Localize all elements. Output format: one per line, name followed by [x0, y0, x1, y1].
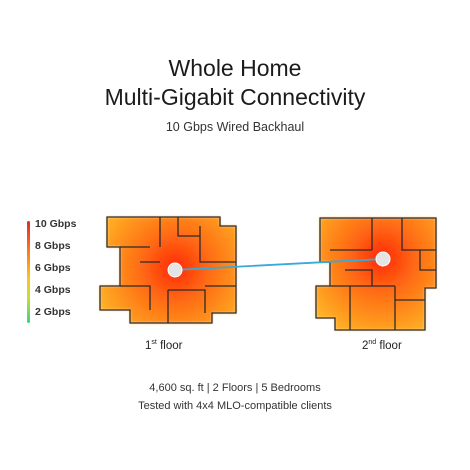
- legend-label-4: 4 Gbps: [35, 284, 71, 296]
- legend-label-8: 8 Gbps: [35, 240, 71, 252]
- title-line-2: Multi-Gigabit Connectivity: [104, 84, 366, 110]
- second-floor-label: 2nd floor: [362, 339, 402, 352]
- legend-label-2: 2 Gbps: [35, 306, 71, 318]
- speed-legend: 10 Gbps 8 Gbps 6 Gbps 4 Gbps 2 Gbps: [27, 218, 117, 326]
- first-floor-label: 1st floor: [145, 339, 183, 352]
- legend-gradient-bar: [27, 221, 30, 323]
- router-node-1st-floor: [167, 262, 183, 278]
- specs-line: 4,600 sq. ft | 2 Floors | 5 Bedrooms: [149, 382, 321, 394]
- router-node-2nd-floor: [375, 251, 391, 267]
- legend-label-10: 10 Gbps: [35, 218, 77, 230]
- legend-label-6: 6 Gbps: [35, 262, 71, 274]
- first-floor-walls: [99, 216, 237, 324]
- testing-note: Tested with 4x4 MLO-compatible clients: [138, 400, 332, 412]
- second-floor-plan: [315, 217, 437, 331]
- wired-backhaul-line: [174, 258, 384, 271]
- title-line-1: Whole Home: [168, 55, 302, 81]
- subtitle: 10 Gbps Wired Backhaul: [165, 120, 305, 134]
- second-floor-heatmap: [316, 218, 436, 330]
